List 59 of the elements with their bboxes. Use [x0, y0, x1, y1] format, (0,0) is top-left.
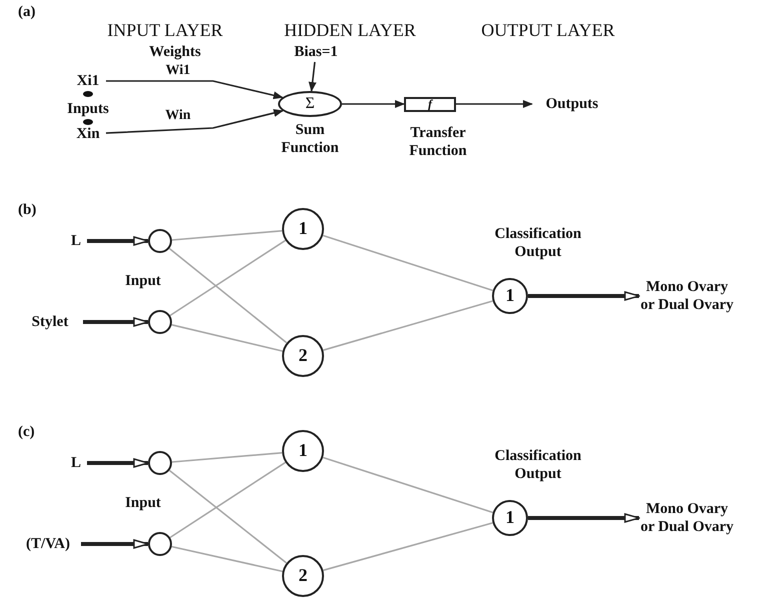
- layer-label: Classification Output: [494, 447, 582, 483]
- node-text: L: [65, 231, 87, 251]
- connection-line: [172, 452, 282, 463]
- node-text: Xi1: [70, 72, 106, 90]
- node-text: Bias=1: [283, 42, 349, 62]
- connection-line: [170, 462, 286, 538]
- neuron-circle: 1: [492, 278, 528, 314]
- connection-line: [322, 234, 494, 292]
- connection-line: [322, 300, 493, 351]
- node-caption: Transfer Function: [408, 124, 468, 160]
- connection-line: [168, 248, 288, 344]
- layer-label: Input: [125, 272, 161, 290]
- thick-arrow: [87, 236, 149, 246]
- thick-arrow: [87, 458, 149, 468]
- neuron-circle: [148, 451, 172, 475]
- layer-label: Input: [125, 494, 161, 512]
- transfer-function-box: f: [404, 96, 456, 112]
- node-caption: Sum Function: [280, 121, 340, 157]
- neuron-circle: 2: [282, 335, 324, 377]
- arrow: [308, 62, 316, 92]
- layer-heading: OUTPUT LAYER: [481, 20, 615, 42]
- connection-line: [322, 522, 493, 572]
- arrow: [106, 109, 284, 134]
- layer-heading: INPUT LAYER: [107, 20, 223, 42]
- node-text: Mono Ovary or Dual Ovary: [639, 487, 735, 549]
- thick-arrow: [81, 539, 149, 549]
- arrow: [342, 100, 405, 108]
- neuron-circle: [148, 229, 172, 253]
- connection-line: [322, 456, 494, 514]
- node-text: (T/VA): [15, 534, 81, 554]
- node-text: Xin: [70, 125, 106, 143]
- connection-line: [172, 324, 283, 352]
- node-text: Outputs: [532, 94, 612, 114]
- thick-arrow: [83, 317, 149, 327]
- neuron-circle: [148, 532, 172, 556]
- connection-line: [168, 470, 287, 564]
- inputs-label: Inputs: [67, 100, 109, 118]
- panel-label: (b): [18, 201, 36, 219]
- arrow: [106, 80, 284, 100]
- connection-line: [170, 240, 286, 316]
- panel-label: (a): [18, 3, 36, 21]
- sum-node: Σ: [278, 91, 342, 117]
- node-text: Stylet: [17, 312, 83, 332]
- neuron-circle: 1: [282, 208, 324, 250]
- layer-label: Classification Output: [494, 225, 582, 261]
- node-text: L: [65, 453, 87, 473]
- thick-arrow: [528, 291, 640, 301]
- weights-label: Weights: [149, 43, 201, 61]
- neuron-circle: 1: [492, 500, 528, 536]
- thick-arrow: [528, 513, 640, 523]
- connection-line: [172, 546, 283, 572]
- layer-heading: HIDDEN LAYER: [284, 20, 416, 42]
- arrow: [456, 100, 533, 108]
- connection-line: [172, 230, 282, 241]
- panel-label: (c): [18, 423, 35, 441]
- neuron-circle: 1: [282, 430, 324, 472]
- neuron-circle: 2: [282, 555, 324, 597]
- neuron-circle: [148, 310, 172, 334]
- node-text: Mono Ovary or Dual Ovary: [639, 265, 735, 327]
